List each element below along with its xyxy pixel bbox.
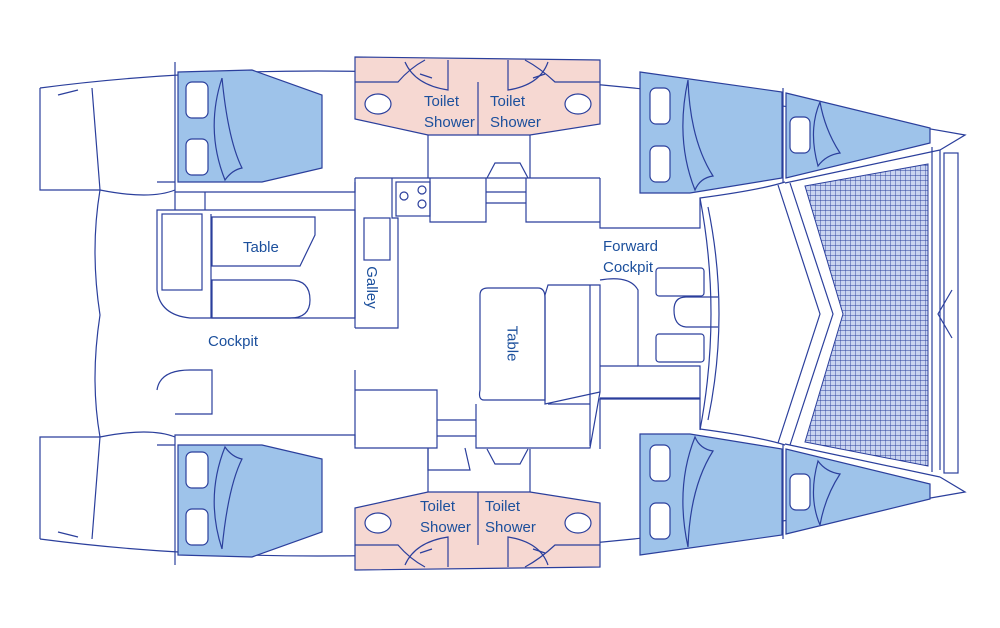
trampoline-net — [804, 163, 929, 467]
bridgedeck-beam — [777, 182, 834, 446]
saloon-table — [478, 287, 546, 401]
galley-counter — [354, 177, 600, 329]
head-label-line2: Shower — [420, 519, 471, 536]
galley-label: Galley — [362, 266, 380, 309]
head-label-line2: Shower — [485, 519, 536, 536]
stern-transom — [94, 189, 101, 438]
saloon-table-label: Table — [503, 325, 521, 362]
head-label-line1: Toilet — [490, 93, 526, 110]
cockpit-seating — [156, 209, 356, 319]
head-label-line1: Toilet — [485, 498, 521, 515]
cockpit-label: Cockpit — [208, 333, 259, 350]
head-label-line2: Shower — [490, 114, 541, 131]
head-label-line2: Shower — [424, 114, 475, 131]
forward-cockpit-line2: Cockpit — [603, 259, 654, 276]
forward-cockpit-line1: Forward — [603, 238, 659, 255]
forward-crossbeam — [943, 152, 959, 474]
head-label-line1: Toilet — [420, 498, 456, 515]
cockpit-table — [211, 216, 316, 267]
cockpit-table-label: Table — [243, 239, 279, 256]
head-label-line1: Toilet — [424, 93, 460, 110]
